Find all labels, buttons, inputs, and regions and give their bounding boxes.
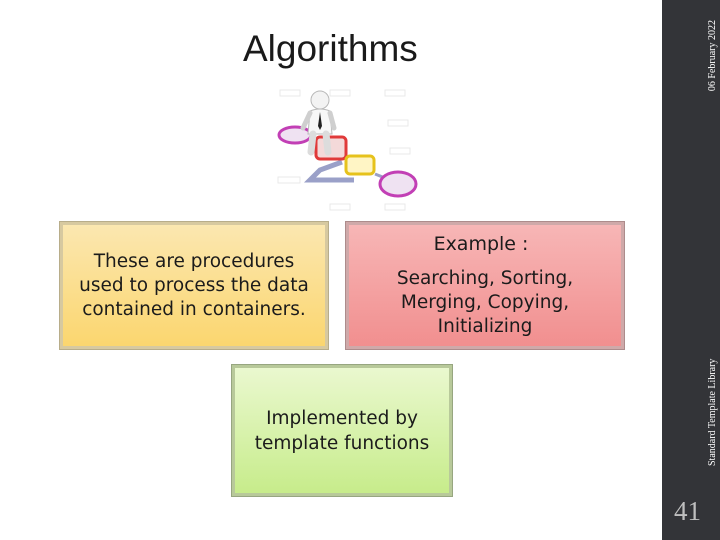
example-heading: Example : bbox=[433, 233, 529, 255]
implementation-text: Implemented by template functions bbox=[254, 407, 430, 454]
example-items: Searching, Sorting, Merging, Copying, In… bbox=[396, 268, 574, 337]
definition-text: These are procedures used to process the… bbox=[79, 250, 309, 320]
slide-number: 41 bbox=[674, 496, 701, 526]
person-on-flowchart-icon bbox=[277, 89, 418, 211]
definition-box: These are procedures used to process the… bbox=[60, 222, 328, 349]
slide-footer: Standard Template Library bbox=[707, 358, 718, 466]
slide-date: 06 February 2022 bbox=[707, 20, 718, 92]
slide-title: Algorithms bbox=[243, 28, 418, 69]
implementation-box: Implemented by template functions bbox=[232, 365, 452, 496]
example-box: Example : Searching, Sorting, Merging, C… bbox=[346, 222, 624, 349]
sidebar bbox=[662, 0, 720, 540]
